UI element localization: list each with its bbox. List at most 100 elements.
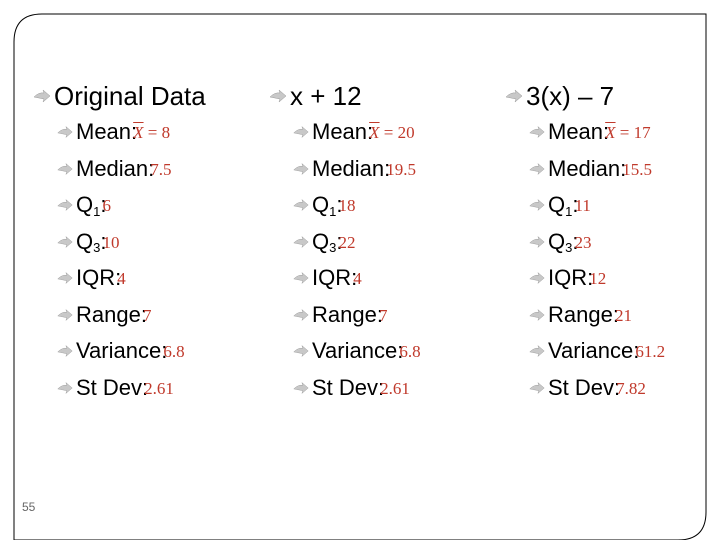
stat-value: X = 17 (605, 123, 650, 143)
stat-colon: : (100, 228, 107, 254)
stat-row: Median:15.5 (528, 151, 720, 188)
stat-value-text: 6.8 (399, 342, 421, 362)
stat-label: Range: (76, 301, 147, 327)
stat-row: Median:7.5 (56, 151, 262, 188)
stat-label: IQR: (548, 265, 594, 291)
stat-row: Mean:X = 20 (292, 114, 498, 151)
stat-value-text: 7 (142, 305, 152, 325)
stat-label: St Dev: (76, 374, 149, 400)
stat-value-text: = 20 (383, 123, 415, 143)
stat-row: Range:7 (56, 297, 262, 334)
stat-subscript: 1 (329, 203, 337, 219)
stat-value: 6 (102, 196, 111, 216)
bullet-icon (292, 342, 310, 360)
stat-subscript: 3 (565, 240, 573, 256)
bullet-icon (56, 306, 74, 324)
stat-value-text: 19.5 (386, 159, 417, 179)
stat-value-text: 12 (589, 269, 607, 289)
stat-label: IQR: (312, 265, 358, 291)
bullet-icon (292, 233, 310, 251)
stat-value-text: 7 (378, 305, 388, 325)
stat-label: Mean: (312, 119, 374, 145)
stat-value-text: 6.8 (163, 342, 185, 362)
stat-value-text: 4 (117, 269, 126, 289)
stat-subscript: 3 (93, 240, 101, 256)
stat-value: 10 (102, 233, 119, 253)
stat-value-text: 2.61 (144, 378, 174, 398)
stat-row: IQR:12 (528, 260, 720, 297)
stat-value-text: 7.82 (616, 378, 646, 398)
stat-label: Median: (548, 155, 627, 181)
stat-colon: : (572, 228, 579, 254)
stat-row: Mean:X = 17 (528, 114, 720, 151)
stat-value: 18 (338, 196, 355, 216)
bullet-icon (528, 379, 546, 397)
stat-value-text: 21 (614, 305, 632, 325)
column-heading-text: x + 12 (290, 80, 362, 111)
stat-row: Range:7 (292, 297, 498, 334)
stat-label: Variance: (312, 338, 404, 364)
bullet-icon (528, 123, 546, 141)
bullet-icon (292, 196, 310, 214)
stat-value-text: 2.61 (380, 378, 410, 398)
stat-label: Mean: (548, 119, 610, 145)
stat-value-text: 61.2 (635, 342, 666, 362)
bullet-icon (292, 269, 310, 287)
bullet-icon (56, 269, 74, 287)
stat-value: 15.5 (622, 160, 652, 180)
bullet-icon (56, 233, 74, 251)
stat-value: 6.8 (399, 342, 420, 362)
stat-label: Q (312, 228, 330, 254)
stat-value: 11 (574, 196, 590, 216)
stat-label: Q (548, 228, 566, 254)
bullet-icon (292, 123, 310, 141)
stat-value-text: 7.5 (150, 159, 172, 179)
stat-value: 7.5 (150, 160, 171, 180)
column-heading: Original Data (32, 78, 262, 114)
stat-value: 61.2 (635, 342, 665, 362)
stat-row: IQR:4 (292, 260, 498, 297)
stat-value-text: 15.5 (622, 159, 653, 179)
stat-value-text: = 17 (619, 123, 651, 143)
bullet-icon (56, 342, 74, 360)
bullet-icon (268, 86, 288, 106)
bullet-icon (32, 86, 52, 106)
bullet-icon (528, 269, 546, 287)
stat-row: St Dev:2.61 (56, 370, 262, 407)
stat-value: 7.82 (616, 379, 646, 399)
stat-label: Variance: (548, 338, 640, 364)
bullet-icon (528, 342, 546, 360)
stat-value: 4 (117, 269, 126, 289)
bullet-icon (528, 233, 546, 251)
stat-value-text: = 8 (147, 123, 171, 143)
stat-value: 2.61 (380, 379, 410, 399)
stat-value: 21 (615, 306, 632, 326)
stat-label: Mean: (76, 119, 138, 145)
stat-label: Median: (76, 155, 155, 181)
stat-value-text: 22 (338, 232, 356, 252)
stat-row: Variance:6.8 (292, 333, 498, 370)
stat-value: 23 (574, 233, 591, 253)
bullet-icon (504, 86, 524, 106)
stat-value: X = 20 (369, 123, 414, 143)
column-heading: 3(x) – 7 (504, 78, 720, 114)
bullet-icon (56, 123, 74, 141)
stat-value: 7 (379, 306, 388, 326)
xbar-symbol: X (369, 123, 380, 143)
stat-row: St Dev:7.82 (528, 370, 720, 407)
column-heading-text: 3(x) – 7 (526, 80, 615, 111)
stat-subscript: 1 (93, 203, 101, 219)
column-heading-text: Original Data (54, 80, 206, 111)
bullet-icon (56, 160, 74, 178)
stat-value: 2.61 (144, 379, 174, 399)
stat-value-text: 23 (574, 232, 592, 252)
bullet-icon (528, 196, 546, 214)
stat-row: St Dev:2.61 (292, 370, 498, 407)
